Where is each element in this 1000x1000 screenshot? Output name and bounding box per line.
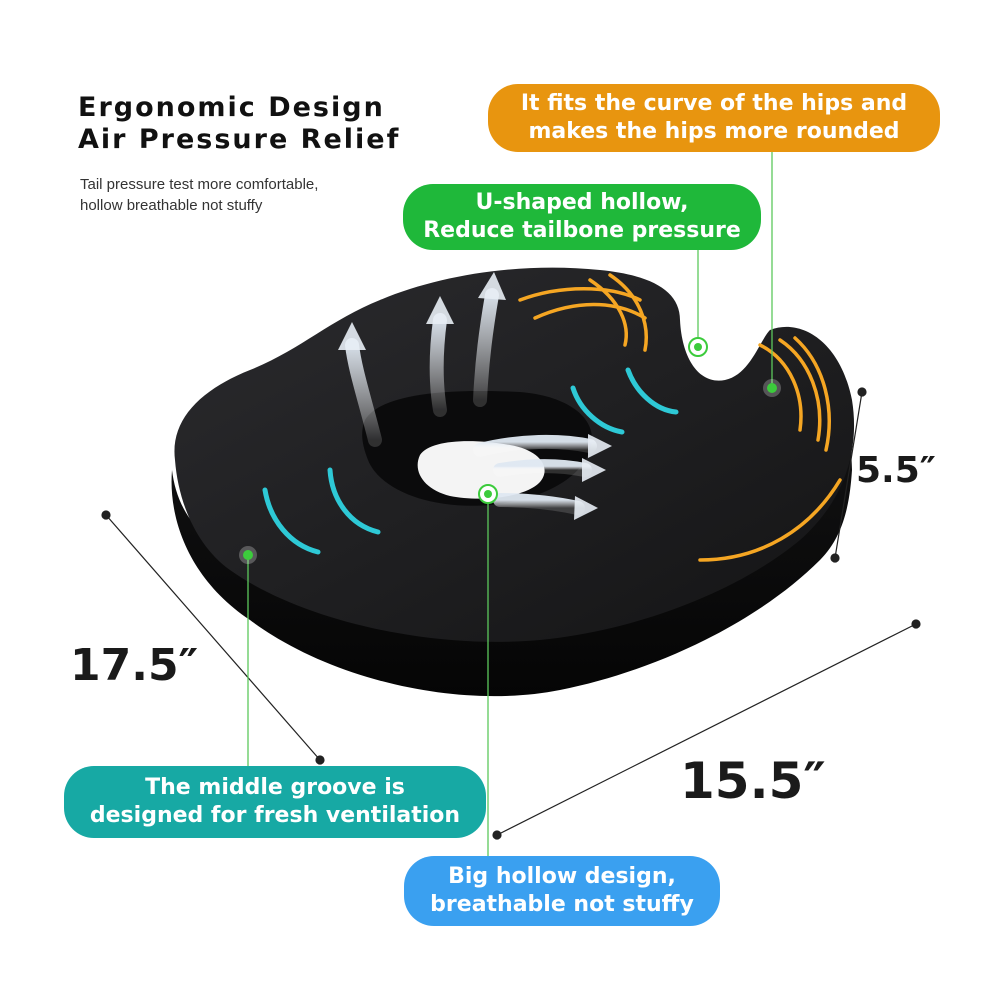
callout-groove-line-2: designed for fresh ventilation [89,803,461,828]
callout-hips-line-2: makes the hips more rounded [528,119,900,144]
callout-hollow-line-1: Big hollow design, [448,864,676,889]
cushion-side [171,420,853,697]
callout-u-shape-line-1: U-shaped hollow, [475,190,689,215]
callout-hollow: Big hollow design, breathable not stuffy [404,856,720,926]
subtext-line-2: hollow breathable not stuffy [80,197,263,214]
dimension-depth-label: 15.5″ [680,752,826,810]
callout-u-shape-line-2: Reduce tailbone pressure [423,218,741,243]
hip-curve-accents [518,273,842,562]
callout-hollow-line-2: breathable not stuffy [430,892,694,917]
callout-hips-line-1: It fits the curve of the hips and [520,91,908,116]
subtext-line-1: Tail pressure test more comfortable, [80,176,319,193]
airflow-arrows [345,288,597,515]
dimension-lines [101,387,921,840]
feature-subtext: Tail pressure test more comfortable, hol… [80,174,318,216]
callout-groove-line-1: The middle groove is [145,775,405,800]
marker-dots [239,337,781,564]
center-hollow [417,441,545,499]
feature-heading: Ergonomic Design Air Pressure Relief [78,92,400,156]
callout-hips: It fits the curve of the hips and makes … [488,84,940,152]
airflow-arrowheads [338,272,612,520]
dimension-width-label: 17.5″ [70,640,199,691]
heading-line-1: Ergonomic Design [78,92,385,123]
groove-accents [262,367,679,555]
leader-lines [247,152,773,856]
heading-line-2: Air Pressure Relief [78,124,401,155]
dimension-height-label: 5.5″ [856,450,936,491]
callout-groove: The middle groove is designed for fresh … [64,766,486,838]
callout-u-shape: U-shaped hollow, Reduce tailbone pressur… [403,184,761,250]
